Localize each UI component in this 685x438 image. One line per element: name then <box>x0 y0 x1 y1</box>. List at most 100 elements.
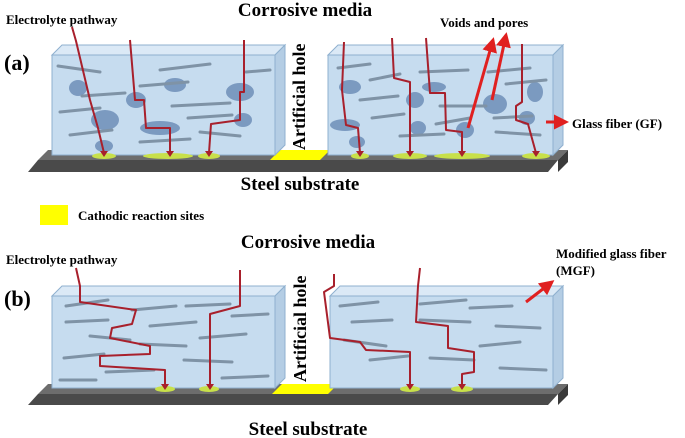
void-pore <box>483 94 507 114</box>
electrolyte-pathway <box>341 41 361 154</box>
panel-b-substrate-side <box>28 394 558 405</box>
electrolyte-pathway <box>129 39 171 153</box>
modified-glass-fiber <box>138 342 188 348</box>
glass-fiber <box>504 78 548 86</box>
modified-glass-fiber <box>350 318 394 324</box>
modified-glass-fiber <box>62 352 106 360</box>
modified-glass-fiber <box>104 368 156 374</box>
panel-a-voids-label: Voids and pores <box>440 15 528 30</box>
glass-fiber <box>370 112 406 120</box>
legend-label: Cathodic reaction sites <box>78 208 204 223</box>
modified-glass-fiber <box>64 318 110 324</box>
pathway-arrowhead <box>161 384 169 390</box>
panel-a-hole-label: Artificial hole <box>289 44 309 150</box>
panel-a-fiber-label: Glass fiber (GF) <box>572 116 662 131</box>
modified-glass-fiber <box>498 366 548 372</box>
glass-fiber <box>398 132 446 138</box>
electrolyte-pathway <box>515 44 537 154</box>
voids-arrow <box>490 32 511 101</box>
pathway-arrowhead <box>100 151 108 157</box>
pathway-arrowhead <box>406 384 414 390</box>
void-pore <box>234 113 252 127</box>
void-pore <box>456 122 474 138</box>
mgf-arrow <box>525 280 555 304</box>
modified-glass-fiber <box>478 340 522 348</box>
panel-a-substrate-side <box>28 160 558 172</box>
pathway-arrowhead <box>458 151 466 157</box>
void-pore <box>422 82 446 92</box>
panel-a: Corrosive media (a) Electrolyte pathway … <box>4 0 662 195</box>
modified-glass-fiber <box>220 374 270 380</box>
pathway-arrowhead <box>206 384 214 390</box>
electrolyte-pathway <box>209 270 241 386</box>
void-pore <box>527 82 543 102</box>
pathway-arrowhead <box>458 384 466 390</box>
void-pore <box>95 140 113 152</box>
electrolyte-pathway <box>425 37 463 153</box>
void-pore <box>349 136 365 148</box>
pathway-arrowhead <box>166 151 174 157</box>
glass-fiber <box>492 114 534 120</box>
modified-glass-fiber <box>428 356 476 362</box>
void-pore <box>339 80 361 94</box>
cathodic-site <box>199 386 219 392</box>
glass-fiber <box>186 113 234 120</box>
electrolyte-pathway <box>71 26 105 154</box>
panel-b-fiber-label-line-2: (MGF) <box>556 263 595 278</box>
modified-glass-fiber <box>182 358 234 364</box>
electrolyte-pathway <box>323 274 411 386</box>
modified-glass-fiber <box>148 320 198 328</box>
panel-b-fiber-label: Modified glass fiber (MGF) <box>556 246 670 278</box>
panel-a-coating-left <box>50 43 287 157</box>
electrolyte-pathway <box>391 37 411 153</box>
glass-fiber <box>244 68 272 74</box>
panel-a-substrate-end <box>558 150 568 172</box>
glass-fiber <box>198 130 242 138</box>
glass-fiber <box>138 137 192 144</box>
panel-a-title: Corrosive media <box>238 0 373 21</box>
modified-glass-fiber <box>184 302 232 308</box>
glass-fiber <box>358 94 400 102</box>
void-pore <box>69 80 87 96</box>
glass-fiber <box>170 101 232 108</box>
pathway-arrowhead <box>205 151 213 157</box>
panel-b-substrate-label: Steel substrate <box>249 419 368 438</box>
pathway-arrowhead <box>356 151 364 157</box>
modified-glass-fiber <box>468 304 514 310</box>
panel-b-substrate-end <box>558 384 568 405</box>
panel-b-hole-label: Artificial hole <box>290 276 310 382</box>
modified-glass-fiber <box>130 304 178 312</box>
modified-glass-fiber <box>198 332 248 340</box>
glass-fiber <box>418 68 470 74</box>
modified-glass-fiber <box>368 354 410 362</box>
glass-fiber <box>56 64 102 74</box>
legend: Cathodic reaction sites <box>40 205 204 225</box>
panel-b-title: Corrosive media <box>241 232 376 253</box>
panel-b-artificial-hole <box>272 384 338 394</box>
pathway-arrowhead <box>532 151 540 157</box>
panel-b-fiber-label-line-1: Modified glass fiber <box>556 246 667 261</box>
voids-arrow <box>466 37 497 129</box>
pathway-arrowhead <box>406 151 414 157</box>
void-pore <box>410 121 426 135</box>
legend-swatch <box>40 205 68 225</box>
modified-glass-fiber <box>338 300 380 308</box>
glass-fiber <box>368 72 402 82</box>
panel-b-coating-left <box>50 284 287 390</box>
panel-a-label: (a) <box>4 50 30 75</box>
panel-b-label: (b) <box>4 286 31 311</box>
modified-glass-fiber <box>494 324 542 330</box>
electrolyte-pathway <box>415 267 475 386</box>
glass-fiber <box>138 80 190 88</box>
panel-a-artificial-hole <box>270 150 330 160</box>
modified-glass-fiber <box>418 318 472 324</box>
glass-fiber <box>68 128 114 137</box>
glass-fiber <box>434 116 472 126</box>
electrolyte-pathway <box>208 40 245 154</box>
modified-glass-fiber <box>418 298 468 306</box>
glass-fiber <box>158 62 212 72</box>
void-pore <box>406 92 424 108</box>
panel-b-electrolyte-label: Electrolyte pathway <box>6 252 118 267</box>
modified-glass-fiber <box>230 312 270 318</box>
